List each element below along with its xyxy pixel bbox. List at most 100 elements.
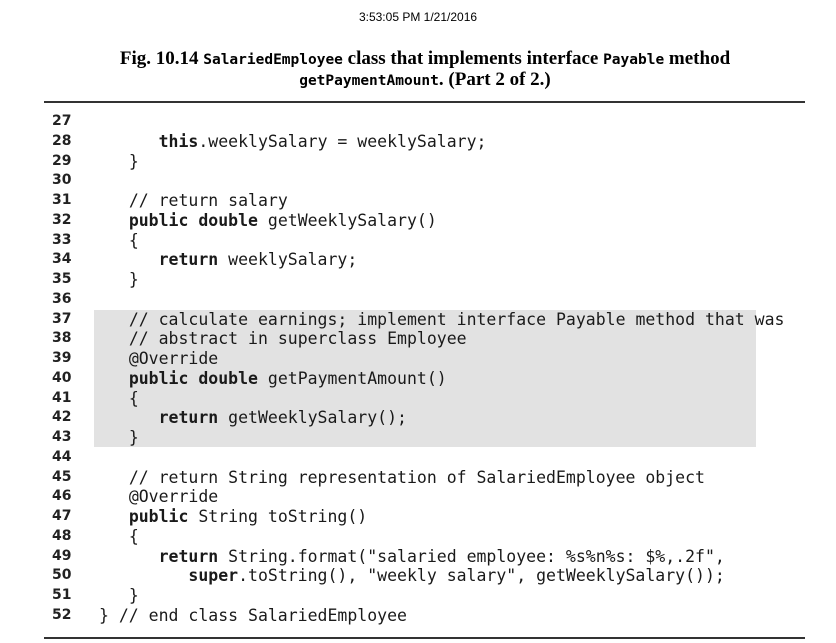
code-token: weeklySalary; <box>218 250 358 270</box>
timestamp: 3:53:05 PM 1/21/2016 <box>358 10 478 24</box>
code-token: // return String representation of Salar… <box>128 467 705 487</box>
code-keyword: return <box>158 408 219 428</box>
code-token: getWeeklySalary(); <box>218 408 407 428</box>
code-line: 43 } <box>0 428 836 448</box>
code-text: } <box>99 586 139 606</box>
code-line: 47 public String toString() <box>0 507 836 527</box>
code-text: } <box>99 428 139 448</box>
code-line: 36 <box>0 290 836 310</box>
code-keyword: super <box>188 566 239 586</box>
figure-caption: Fig. 10.14 SalariedEmployee class that i… <box>44 49 806 91</box>
line-number: 47 <box>52 508 72 524</box>
line-number: 29 <box>52 152 72 169</box>
code-indent <box>99 428 129 447</box>
code-text: @Override <box>99 487 218 507</box>
line-number: 49 <box>52 547 72 564</box>
code-text: // abstract in superclass Employee <box>99 329 467 349</box>
code-token: } // end class SalariedEmployee <box>99 605 407 625</box>
code-text: } // end class SalariedEmployee <box>99 606 407 626</box>
code-line: 41 { <box>0 389 836 409</box>
code-indent <box>99 369 129 388</box>
code-token: getPaymentAmount() <box>257 368 447 388</box>
line-number: 35 <box>52 271 72 287</box>
code-line: 28 this.weeklySalary = weeklySalary; <box>0 132 836 152</box>
bottom-rule <box>44 637 805 639</box>
code-keyword: public <box>128 368 189 388</box>
code-indent <box>99 507 129 526</box>
code-token: { <box>128 388 139 408</box>
line-number: 44 <box>52 448 72 465</box>
code-text: return weeklySalary; <box>99 250 358 270</box>
code-token: { <box>128 230 139 250</box>
code-keyword: return <box>158 546 219 566</box>
code-text: super.toString(), "weekly salary", getWe… <box>99 566 724 586</box>
caption-interface-name: Payable <box>603 52 665 68</box>
code-indent <box>99 211 129 230</box>
caption-suffix: method <box>664 48 731 69</box>
line-number: 38 <box>52 330 72 347</box>
code-indent <box>99 566 188 585</box>
line-number: 40 <box>52 369 72 386</box>
line-number: 33 <box>52 231 72 248</box>
code-token: // calculate earnings; implement interfa… <box>128 309 785 329</box>
code-line: 51 } <box>0 586 836 606</box>
code-indent <box>99 408 159 427</box>
code-keyword: double <box>198 368 258 388</box>
caption-class-name: SalariedEmployee <box>203 52 343 68</box>
caption-middle: class that implements interface <box>342 48 604 69</box>
code-indent <box>99 468 129 487</box>
line-number: 28 <box>52 132 72 149</box>
code-indent <box>99 527 129 546</box>
code-line: 37 // calculate earnings; implement inte… <box>0 310 836 330</box>
code-line: 49 return String.format("salaried employ… <box>0 547 836 567</box>
code-text: // calculate earnings; implement interfa… <box>99 309 785 330</box>
code-token: @Override <box>128 487 219 507</box>
code-line: 46 @Override <box>0 487 836 507</box>
code-keyword: return <box>158 250 219 270</box>
code-text: } <box>99 270 139 290</box>
caption-prefix: Fig. 10.14 <box>119 48 204 69</box>
code-text: // return String representation of Salar… <box>99 468 705 488</box>
code-indent <box>99 389 129 408</box>
code-line: 32 public double getWeeklySalary() <box>0 211 836 231</box>
code-text: { <box>99 231 139 251</box>
line-number: 46 <box>52 488 72 505</box>
code-text: { <box>99 389 139 409</box>
code-text: return getWeeklySalary(); <box>99 408 407 428</box>
code-indent <box>99 270 129 289</box>
code-token <box>188 369 198 388</box>
code-text: public String toString() <box>99 507 367 527</box>
line-number: 37 <box>52 310 72 327</box>
code-line: 50 super.toString(), "weekly salary", ge… <box>0 566 836 586</box>
code-indent <box>99 231 129 250</box>
line-number: 51 <box>52 587 72 603</box>
code-indent <box>99 547 159 566</box>
code-keyword: public <box>128 210 189 230</box>
code-line: 52 } // end class SalariedEmployee <box>0 606 836 626</box>
code-text: this.weeklySalary = weeklySalary; <box>99 131 487 152</box>
line-number: 43 <box>52 429 72 445</box>
code-token: @Override <box>128 349 219 368</box>
code-indent <box>99 132 159 151</box>
code-indent <box>99 310 129 329</box>
code-token: } <box>128 428 139 447</box>
code-token: .weeklySalary = weeklySalary; <box>198 131 487 151</box>
code-token: getWeeklySalary() <box>257 210 437 230</box>
line-number: 45 <box>52 468 72 485</box>
line-number: 52 <box>52 606 72 623</box>
code-token: { <box>128 526 139 546</box>
code-text: { <box>99 527 139 547</box>
line-number: 41 <box>52 389 72 406</box>
code-line: 45 // return String representation of Sa… <box>0 468 836 488</box>
code-token: } <box>128 586 139 605</box>
code-keyword: public <box>128 507 189 526</box>
code-line: 38 // abstract in superclass Employee <box>0 329 836 349</box>
code-token: // return salary <box>128 191 288 210</box>
line-number: 50 <box>52 567 72 584</box>
line-number: 32 <box>52 211 72 228</box>
line-number: 42 <box>52 409 72 426</box>
code-line: 31 // return salary <box>0 191 836 211</box>
code-line: 34 return weeklySalary; <box>0 250 836 270</box>
code-indent <box>99 487 129 506</box>
